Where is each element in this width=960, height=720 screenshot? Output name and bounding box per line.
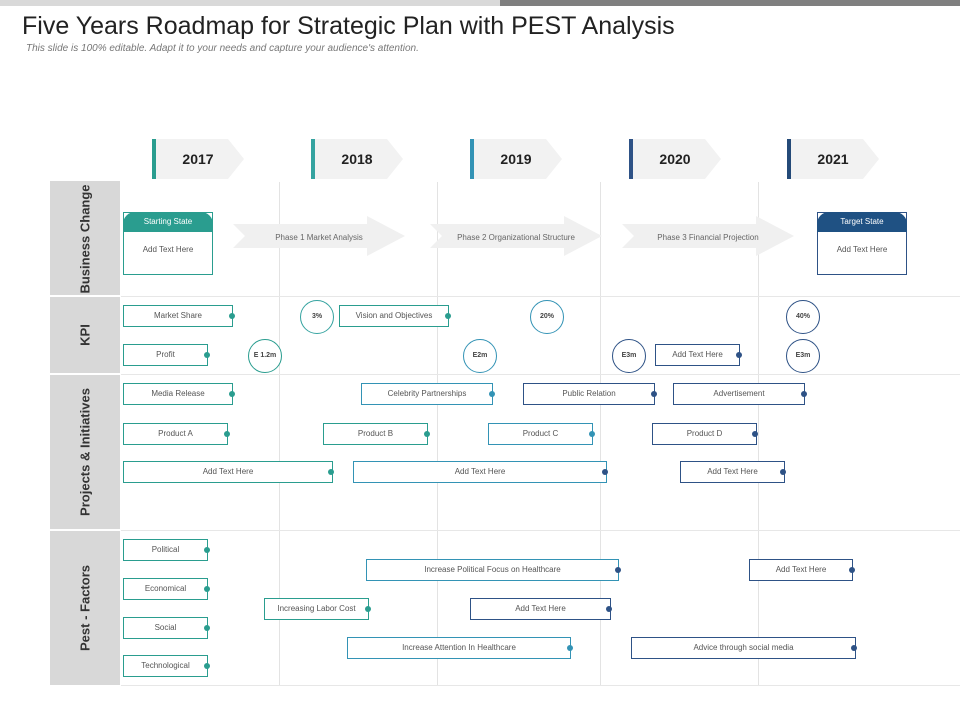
kpi-circle-40pct: 40%: [786, 300, 820, 334]
connector-dot: [204, 663, 210, 669]
project-media-release: Media Release: [123, 383, 233, 405]
pest-factor-political: Political: [123, 539, 208, 561]
connector-dot: [780, 469, 786, 475]
connector-dot: [567, 645, 573, 651]
starting-state-title: Starting State: [123, 212, 213, 232]
connector-dot: [204, 547, 210, 553]
project-add-text-2: Add Text Here: [353, 461, 607, 483]
slide-title: Five Years Roadmap for Strategic Plan wi…: [22, 12, 675, 40]
pest-item-attention-healthcare: Increase Attention In Healthcare: [347, 637, 571, 659]
project-celebrity-partnerships: Celebrity Partnerships: [361, 383, 493, 405]
kpi-circle-e1-2m: E 1.2m: [248, 339, 282, 373]
starting-state-body: Add Text Here: [142, 245, 194, 254]
slide-subtitle: This slide is 100% editable. Adapt it to…: [26, 43, 419, 54]
project-product-a: Product A: [123, 423, 228, 445]
target-state-title: Target State: [817, 212, 907, 232]
connector-dot: [229, 391, 235, 397]
year-tab-2017: 2017: [152, 139, 244, 179]
connector-dot: [229, 313, 235, 319]
connector-dot: [489, 391, 495, 397]
connector-dot: [365, 606, 371, 612]
kpi-profit: Profit: [123, 344, 208, 366]
starting-state-card: Starting State Add Text Here: [123, 212, 213, 275]
year-tab-2019: 2019: [470, 139, 562, 179]
connector-dot: [445, 313, 451, 319]
category-separator: [50, 373, 120, 375]
phase-arrow-3: Phase 3 Financial Projection: [622, 216, 794, 256]
year-tab-2018: 2018: [311, 139, 403, 179]
year-tab-2020: 2020: [629, 139, 721, 179]
connector-dot: [851, 645, 857, 651]
year-tab-2021: 2021: [787, 139, 879, 179]
project-product-c: Product C: [488, 423, 593, 445]
grid-line-2019: [437, 182, 438, 686]
kpi-market-share: Market Share: [123, 305, 233, 327]
row-divider: [121, 296, 960, 297]
pest-item-add-text-2: Add Text Here: [470, 598, 611, 620]
project-advertisement: Advertisement: [673, 383, 805, 405]
connector-dot: [801, 391, 807, 397]
connector-dot: [204, 352, 210, 358]
connector-dot: [606, 606, 612, 612]
pest-item-social-media: Advice through social media: [631, 637, 856, 659]
grid-line-2018: [279, 182, 280, 686]
pest-item-labor-cost: Increasing Labor Cost: [264, 598, 369, 620]
pest-factor-economical: Economical: [123, 578, 208, 600]
project-add-text-1: Add Text Here: [123, 461, 333, 483]
category-separator: [50, 295, 120, 297]
kpi-add-text: Add Text Here: [655, 344, 740, 366]
row-divider: [121, 530, 960, 531]
kpi-vision-objectives: Vision and Objectives: [339, 305, 449, 327]
connector-dot: [204, 625, 210, 631]
connector-dot: [204, 586, 210, 592]
connector-dot: [589, 431, 595, 437]
kpi-circle-3pct: 3%: [300, 300, 334, 334]
pest-factor-social: Social: [123, 617, 208, 639]
pest-item-political-focus: Increase Political Focus on Healthcare: [366, 559, 619, 581]
phase-arrow-1: Phase 1 Market Analysis: [233, 216, 405, 256]
kpi-circle-e2m: E2m: [463, 339, 497, 373]
kpi-circle-e3m: E3m: [786, 339, 820, 373]
category-kpi: KPI: [50, 296, 120, 374]
connector-dot: [424, 431, 430, 437]
pest-item-add-text-1: Add Text Here: [749, 559, 853, 581]
category-projects-initiatives: Projects & Initiatives: [50, 374, 120, 530]
connector-dot: [651, 391, 657, 397]
project-product-d: Product D: [652, 423, 757, 445]
top-accent-bar-light: [0, 0, 500, 6]
category-business-change: Business Change: [50, 181, 120, 296]
phase-arrow-2: Phase 2 Organizational Structure: [430, 216, 602, 256]
grid-line-2021: [758, 182, 759, 686]
connector-dot: [602, 469, 608, 475]
pest-factor-technological: Technological: [123, 655, 208, 677]
category-pest-factors: Pest - Factors: [50, 530, 120, 685]
top-accent-bar-dark: [500, 0, 960, 6]
project-product-b: Product B: [323, 423, 428, 445]
grid-line-2020: [600, 182, 601, 686]
target-state-body: Add Text Here: [836, 245, 888, 254]
connector-dot: [736, 352, 742, 358]
row-divider: [121, 685, 960, 686]
connector-dot: [224, 431, 230, 437]
target-state-card: Target State Add Text Here: [817, 212, 907, 275]
project-public-relation: Public Relation: [523, 383, 655, 405]
connector-dot: [328, 469, 334, 475]
connector-dot: [849, 567, 855, 573]
kpi-circle-20pct: 20%: [530, 300, 564, 334]
connector-dot: [752, 431, 758, 437]
project-add-text-3: Add Text Here: [680, 461, 785, 483]
category-separator: [50, 529, 120, 531]
row-divider: [121, 374, 960, 375]
connector-dot: [615, 567, 621, 573]
kpi-circle-e3m: E3m: [612, 339, 646, 373]
